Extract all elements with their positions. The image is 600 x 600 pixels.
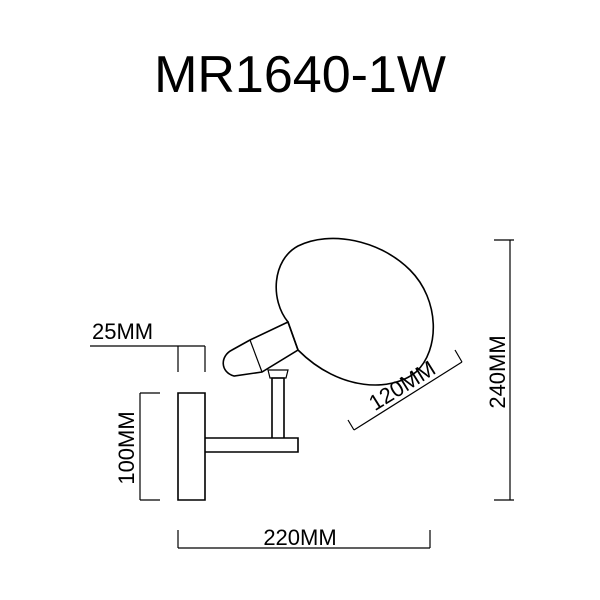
lamp-holder xyxy=(222,320,299,377)
horizontal-arm xyxy=(205,437,299,453)
label-100mm: 100MM xyxy=(114,411,139,484)
label-25mm: 25MM xyxy=(92,319,153,344)
label-220mm: 220MM xyxy=(263,525,336,550)
dimension-base-height xyxy=(139,392,160,501)
vertical-stem xyxy=(267,369,289,438)
dimension-depth xyxy=(90,345,206,372)
dimension-shade-diameter xyxy=(347,349,463,431)
dimension-width xyxy=(177,530,431,549)
wall-plate xyxy=(177,392,206,501)
lamp-shade xyxy=(275,237,435,386)
label-240mm: 240MM xyxy=(485,335,510,408)
dimension-total-height xyxy=(494,239,514,501)
model-title: MR1640-1W xyxy=(154,46,446,104)
